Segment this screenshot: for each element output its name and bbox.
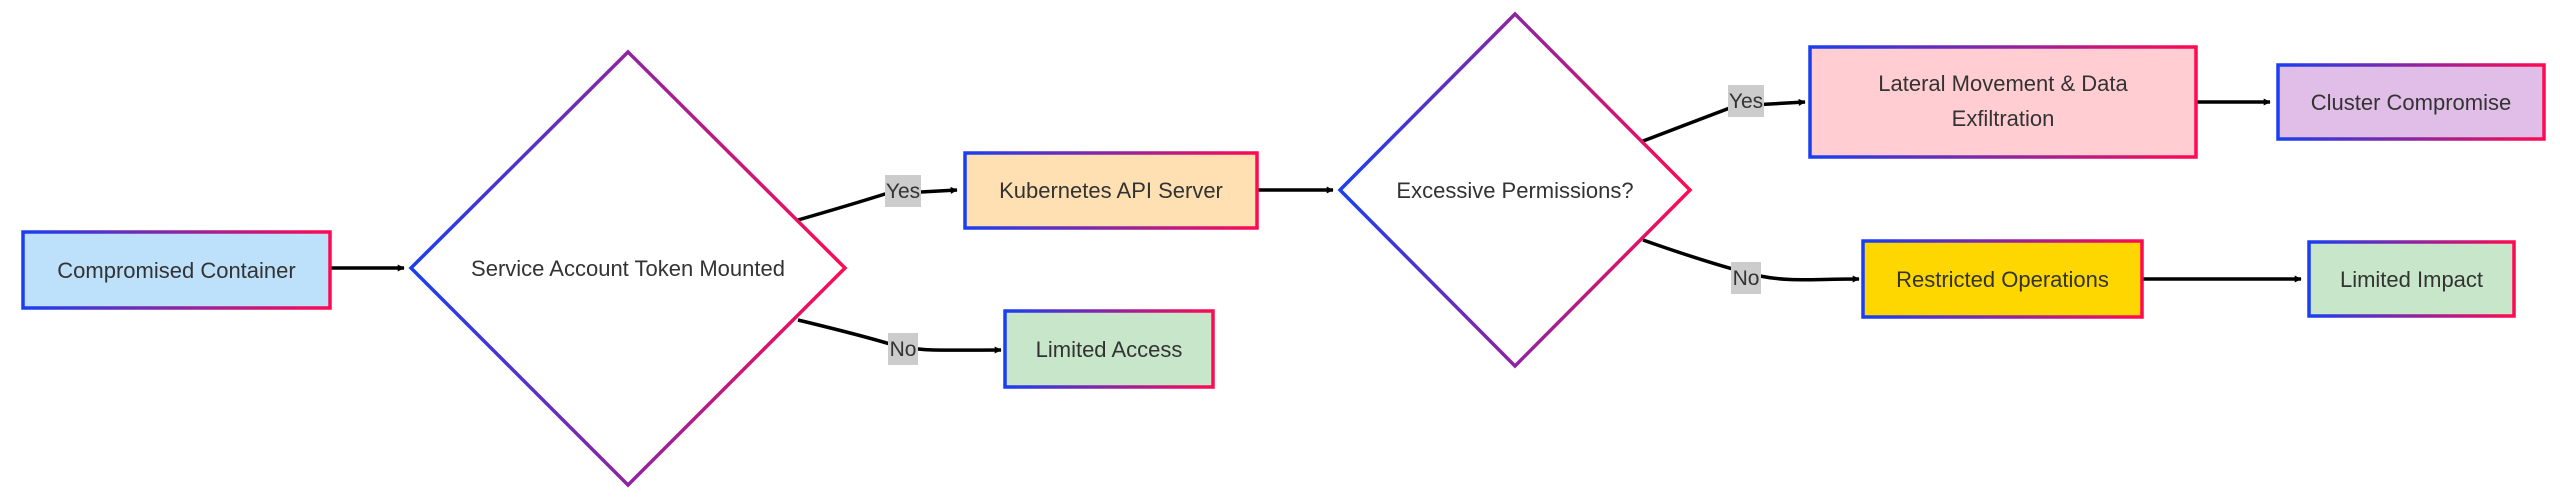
node-label: Exfiltration — [1952, 106, 2055, 131]
node-service-account-token-mounted[interactable]: Service Account Token Mounted — [408, 49, 848, 488]
node-label: Compromised Container — [57, 258, 295, 283]
node-limited-impact[interactable]: Limited Impact — [2307, 240, 2516, 318]
node-label: Limited Access — [1036, 337, 1183, 362]
edge-label-token-limited-access: No — [888, 333, 918, 365]
node-excessive-permissions[interactable]: Excessive Permissions? — [1337, 11, 1693, 369]
node-shape — [2307, 240, 2516, 318]
node-restricted-operations[interactable]: Restricted Operations — [1861, 239, 2144, 319]
node-label: Excessive Permissions? — [1396, 178, 1633, 203]
edge-labels: Yes No Yes No — [885, 85, 1764, 365]
node-label: Lateral Movement & Data — [1878, 71, 2128, 96]
edge-label-text: Yes — [1729, 90, 1763, 113]
edge-permissions-to-lateral — [1642, 98, 1806, 143]
node-shape — [2276, 63, 2546, 141]
nodes: Compromised Container Service Account To… — [21, 11, 2546, 488]
edge-label-text: No — [1733, 267, 1760, 290]
node-kubernetes-api-server[interactable]: Kubernetes API Server — [963, 151, 1259, 230]
node-shape — [1337, 11, 1693, 369]
node-compromised-container[interactable]: Compromised Container — [21, 230, 332, 310]
node-label: Service Account Token Mounted — [471, 256, 785, 281]
node-limited-access[interactable]: Limited Access — [1003, 309, 1215, 389]
node-lateral-movement[interactable]: Lateral Movement & Data Exfiltration — [1808, 45, 2198, 159]
edge-label-permissions-lateral: Yes — [1728, 85, 1764, 117]
node-shape — [1003, 309, 1215, 389]
node-shape — [1808, 45, 2198, 159]
node-cluster-compromise[interactable]: Cluster Compromise — [2276, 63, 2546, 141]
edge-label-token-api: Yes — [885, 175, 921, 207]
edge-token-to-api — [797, 186, 958, 222]
node-label: Kubernetes API Server — [999, 178, 1223, 203]
edge-label-permissions-restricted: No — [1731, 262, 1761, 294]
node-shape — [21, 230, 332, 310]
node-label: Limited Impact — [2340, 267, 2483, 292]
node-shape — [1861, 239, 2144, 319]
edge-label-text: Yes — [886, 180, 920, 203]
node-label: Restricted Operations — [1896, 267, 2109, 292]
node-shape — [408, 49, 848, 488]
edge-label-text: No — [890, 338, 917, 361]
node-shape — [963, 151, 1259, 230]
node-label: Cluster Compromise — [2311, 90, 2512, 115]
